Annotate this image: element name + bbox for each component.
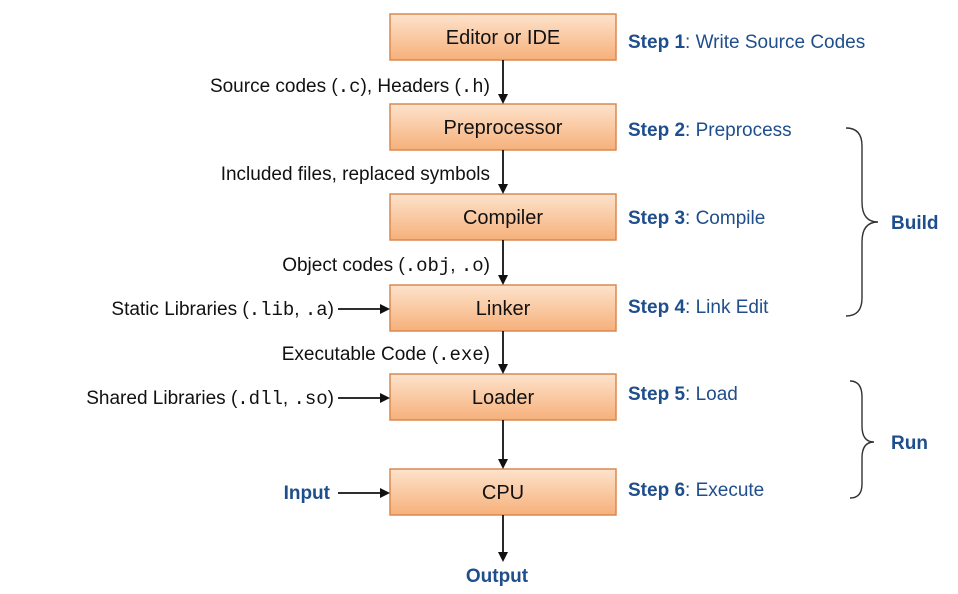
step-2-label: Step 2: Preprocess [628, 120, 792, 141]
stage-compiler-label: Compiler [463, 207, 543, 229]
stage-linker-label: Linker [476, 298, 531, 320]
group-label-run: Run [891, 433, 928, 454]
side-input-static-libraries: Static Libraries (.lib, .a) [111, 299, 334, 321]
step-6-label: Step 6: Execute [628, 480, 764, 501]
group-label-build: Build [891, 213, 939, 234]
side-input-input: Input [284, 483, 331, 504]
flow-label-included: Included files, replaced symbols [221, 164, 490, 185]
stage-preprocessor-label: Preprocessor [444, 117, 563, 139]
step-5-label: Step 5: Load [628, 384, 738, 405]
stage-editor-label: Editor or IDE [446, 27, 560, 49]
output-label: Output [466, 566, 529, 587]
build-brace-icon [845, 127, 879, 317]
flow-label-object: Object codes (.obj, .o) [282, 255, 490, 277]
stage-loader: Loader [389, 373, 617, 421]
stage-cpu: CPU [389, 468, 617, 516]
flow-label-executable: Executable Code (.exe) [282, 344, 490, 366]
flow-label-source: Source codes (.c), Headers (.h) [210, 76, 490, 98]
stage-loader-label: Loader [472, 387, 535, 409]
step-4-label: Step 4: Link Edit [628, 297, 769, 318]
step-1-label: Step 1: Write Source Codes [628, 32, 865, 53]
stage-preprocessor: Preprocessor [389, 103, 617, 151]
step-3-label: Step 3: Compile [628, 208, 765, 229]
stage-compiler: Compiler [389, 193, 617, 241]
stage-editor: Editor or IDE [389, 13, 617, 61]
stage-linker: Linker [389, 284, 617, 332]
side-input-shared-libraries: Shared Libraries (.dll, .so) [86, 388, 334, 410]
run-brace-icon [849, 380, 875, 499]
stage-cpu-label: CPU [482, 482, 524, 504]
